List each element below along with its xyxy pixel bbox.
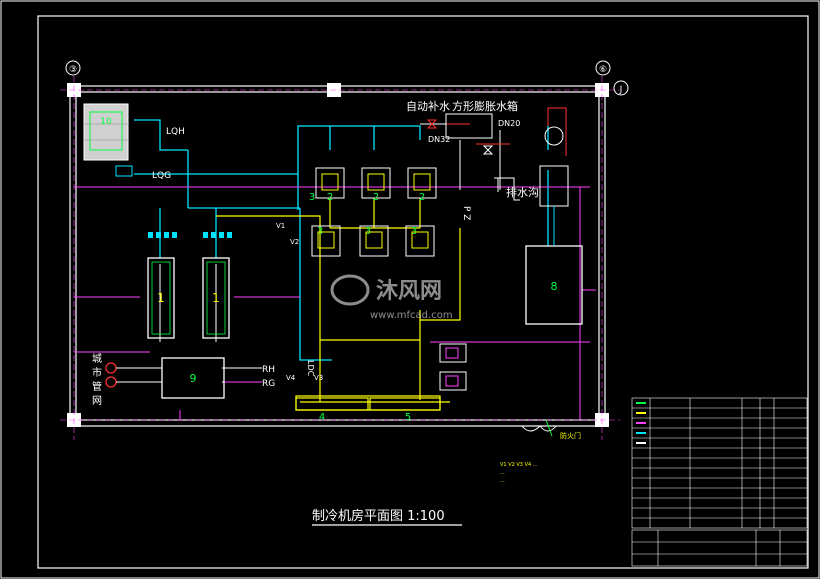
unit-5: 5 xyxy=(369,397,441,423)
label-ldc: LDC xyxy=(306,360,315,377)
title-block xyxy=(631,529,808,567)
inner-border xyxy=(37,15,809,569)
drain-pit-symbol xyxy=(494,177,502,192)
equipment-table xyxy=(631,397,808,529)
label-auto-makeup: 自动补水 xyxy=(406,100,450,113)
cooling-tower: 10 xyxy=(83,103,133,177)
pump-top-1-num: 2 xyxy=(327,192,333,203)
pipes-magenta xyxy=(74,186,596,420)
label-v3: V3 xyxy=(314,374,323,382)
unit-9: 9 xyxy=(161,357,225,399)
label-v1: V1 xyxy=(276,222,285,230)
pump-left-top: 3 xyxy=(309,192,315,203)
grid-bubble-left: ③ xyxy=(65,60,81,76)
label-fire-door: 防火门 xyxy=(560,431,581,440)
unit-8: 8 xyxy=(525,245,583,325)
pump-left-num: 3 xyxy=(309,192,315,203)
water-treatment-vessel xyxy=(539,126,569,246)
label-v2: V2 xyxy=(290,238,299,246)
label-city-2: 市 xyxy=(92,366,102,379)
pipes-cyan xyxy=(134,119,549,361)
label-city-3: 管 xyxy=(92,380,102,393)
unit-5-number: 5 xyxy=(405,412,411,423)
title-text: 制冷机房平面图 1:100 xyxy=(312,508,445,524)
label-rg: RG xyxy=(262,379,275,389)
pump-top-2-num: 2 xyxy=(373,192,379,203)
grid-label-j: J xyxy=(619,85,623,95)
pump-row-middle: 3 3 3 xyxy=(311,225,435,257)
note-line-1: V1 V2 V3 V4 ... xyxy=(500,462,538,468)
unit-8-number: 8 xyxy=(551,280,558,293)
grid-bubble-j: J xyxy=(613,80,629,96)
city-water-inlets xyxy=(105,362,162,388)
label-dn20: DN20 xyxy=(498,119,520,128)
watermark-cn: 沐风网 xyxy=(376,279,442,304)
pump-top-3-num: 2 xyxy=(419,192,425,203)
chiller-valves xyxy=(148,232,232,238)
label-expansion-tank: 方形膨胀水箱 xyxy=(452,99,518,113)
grid-label-right: ⑥ xyxy=(599,65,607,75)
grid-bubble-right: ⑥ xyxy=(595,60,611,76)
labels: 自动补水 方形膨胀水箱 DN20 DN32 排水沟 P Z LQH LQG RH… xyxy=(92,99,581,440)
pump-row-lower-right xyxy=(439,343,467,391)
watermark-url: www.mfcad.com xyxy=(370,310,453,321)
notes: V1 V2 V3 V4 ... ... ... xyxy=(500,462,538,484)
building-columns xyxy=(67,83,609,427)
label-drain-pit: 排水沟 xyxy=(506,185,539,199)
fire-door-symbol xyxy=(521,419,557,437)
label-lqh: LQH xyxy=(166,127,185,137)
label-dn32: DN32 xyxy=(428,135,450,144)
grid-label-left: ③ xyxy=(69,65,77,75)
label-v4: V4 xyxy=(286,374,296,382)
label-pz: P Z xyxy=(461,206,471,220)
drawing-title: 制冷机房平面图 1:100 xyxy=(312,508,462,526)
unit-4: 4 xyxy=(295,397,369,423)
label-city-1: 城 xyxy=(92,353,102,365)
label-city-4: 网 xyxy=(92,395,102,407)
tower-number: 10 xyxy=(100,117,112,127)
pipes-yellow xyxy=(216,198,461,411)
unit-9-number: 9 xyxy=(190,372,197,385)
pipes-red xyxy=(440,107,567,156)
chiller-2-number: 1 xyxy=(212,291,220,305)
pump-row-top: 2 2 2 xyxy=(315,167,437,203)
note-line-3: ... xyxy=(500,478,505,484)
expansion-tank xyxy=(420,113,494,155)
label-lqg: LQG xyxy=(152,171,171,181)
chiller-1-number: 1 xyxy=(157,291,165,305)
grid-axes xyxy=(60,76,620,440)
pipes-white xyxy=(159,130,520,383)
chiller-1: 1 xyxy=(147,257,175,339)
note-line-2: ... xyxy=(500,470,505,476)
label-rh: RH xyxy=(262,365,275,375)
equipment-table-marks xyxy=(636,402,646,444)
chiller-2: 1 xyxy=(202,257,230,339)
watermark: 沐风网 www.mfcad.com xyxy=(330,274,453,321)
unit-4-number: 4 xyxy=(319,412,325,423)
